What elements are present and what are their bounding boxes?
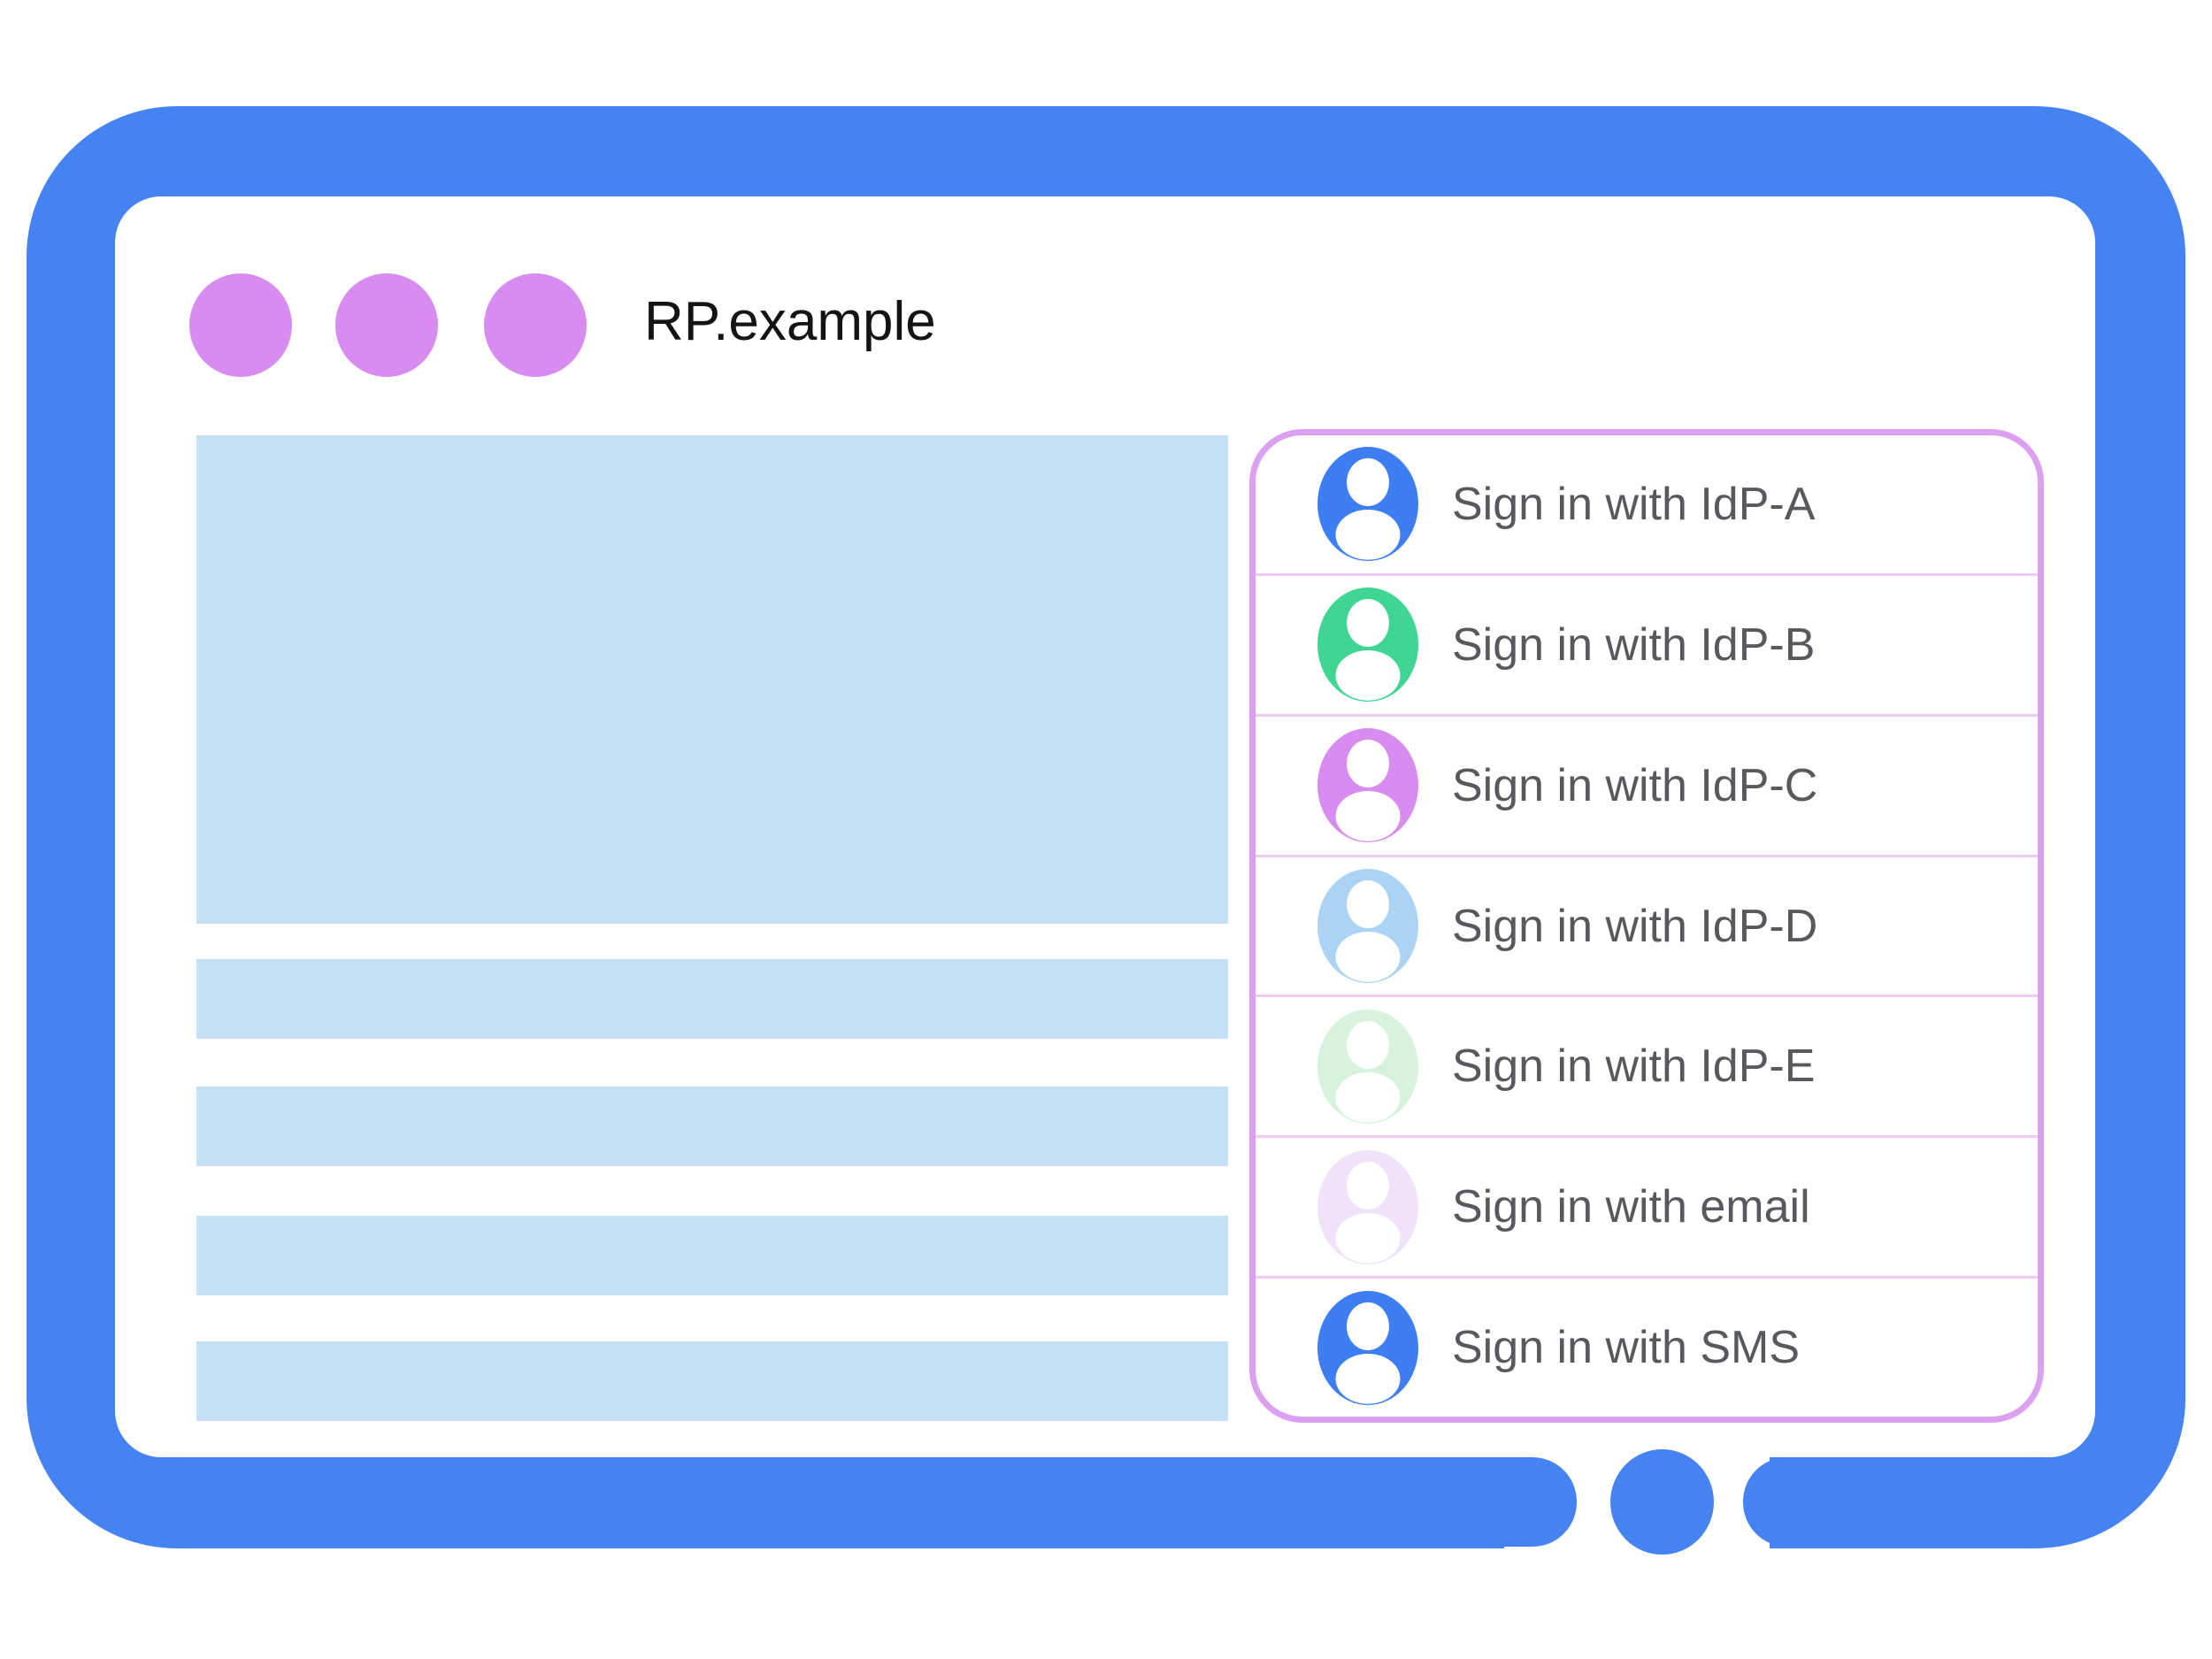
signin-option-label: Sign in with IdP-C (1452, 759, 1818, 811)
signin-option-row[interactable]: Sign in with SMS (1256, 1276, 2038, 1417)
signin-option-label: Sign in with IdP-D (1452, 900, 1818, 952)
signin-option-row[interactable]: Sign in with IdP-D (1256, 854, 2038, 995)
person-icon (1317, 1009, 1418, 1124)
signin-option-label: Sign in with email (1452, 1181, 1810, 1233)
signin-option-row[interactable]: Sign in with IdP-E (1256, 995, 2038, 1135)
signin-option-label: Sign in with IdP-A (1452, 478, 1816, 530)
signin-option-label: Sign in with IdP-E (1452, 1041, 1816, 1093)
window-control-dot (484, 273, 587, 377)
signin-option-row[interactable]: Sign in with IdP-B (1256, 572, 2038, 714)
content-placeholder-bar (196, 1216, 1228, 1295)
content-placeholder-hero (196, 435, 1228, 924)
content-placeholder-bar (196, 1087, 1228, 1166)
window-control-dot (189, 273, 292, 377)
signin-option-label: Sign in with SMS (1452, 1322, 1801, 1374)
window-control-dot (335, 273, 438, 377)
bottom-bezel-left-cap (1488, 1457, 1577, 1547)
site-title: RP.example (644, 291, 936, 352)
signin-option-row[interactable]: Sign in with IdP-A (1256, 435, 2038, 573)
signin-option-label: Sign in with IdP-B (1452, 618, 1816, 671)
home-button (1610, 1449, 1714, 1555)
person-icon (1317, 1149, 1418, 1264)
signin-chooser-panel: Sign in with IdP-A Sign in with IdP-B Si… (1249, 429, 2044, 1423)
signin-option-row[interactable]: Sign in with email (1256, 1135, 2038, 1276)
person-icon (1317, 728, 1418, 843)
person-icon (1317, 447, 1418, 562)
content-placeholder-bar (196, 1341, 1228, 1421)
content-placeholder-bar (196, 959, 1228, 1039)
signin-option-row[interactable]: Sign in with IdP-C (1256, 713, 2038, 855)
person-icon (1317, 1290, 1418, 1405)
bottom-bezel-right-cap (1743, 1457, 1885, 1547)
person-icon (1317, 588, 1418, 703)
person-icon (1317, 869, 1418, 983)
signin-options-list: Sign in with IdP-A Sign in with IdP-B Si… (1256, 435, 2038, 1417)
